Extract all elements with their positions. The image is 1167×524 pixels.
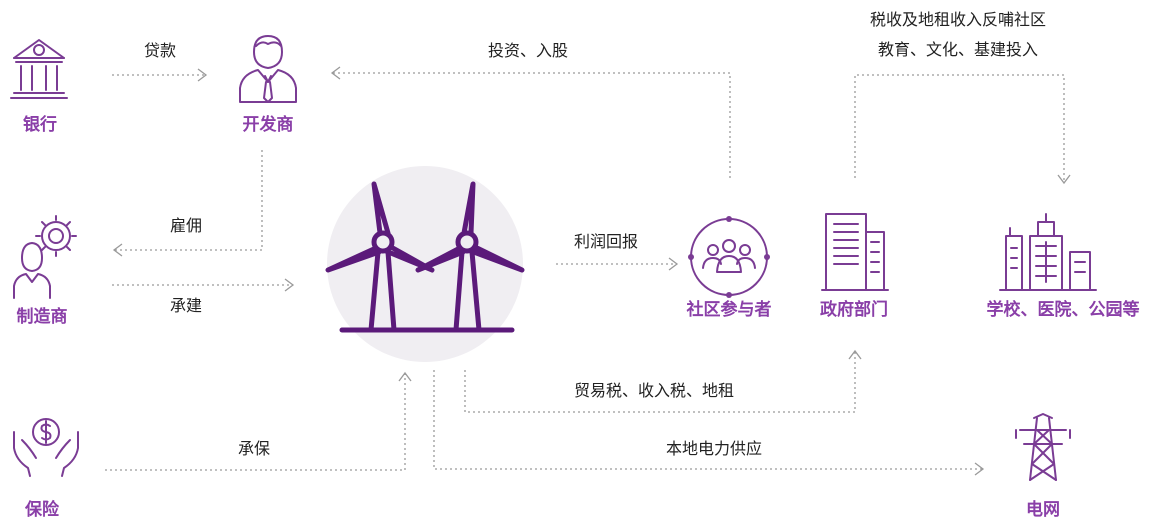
manufacturer-label: 制造商 xyxy=(16,307,68,327)
public-facilities-label: 学校、医院、公园等 xyxy=(986,300,1140,320)
flow-invest-arrow xyxy=(330,66,731,178)
flow-employ-label: 雇佣 xyxy=(169,216,203,235)
flow-profit-label: 利润回报 xyxy=(573,232,639,251)
government-label: 政府部门 xyxy=(820,300,888,320)
flow-loan-arrow xyxy=(112,68,208,82)
bank-icon xyxy=(10,39,68,99)
flow-power-arrow xyxy=(433,370,985,476)
grid-label: 电网 xyxy=(1026,500,1060,520)
flow-loan-label: 贷款 xyxy=(143,41,177,60)
flow-insure-label: 承保 xyxy=(237,439,271,458)
power-tower-icon xyxy=(1015,413,1071,481)
city-buildings-icon xyxy=(999,213,1097,291)
developer-label: 开发商 xyxy=(242,115,294,135)
flow-reinvest-label-line1: 税收及地租收入反哺社区 xyxy=(869,10,1047,29)
businessman-icon xyxy=(239,35,297,103)
wind-turbine-icon xyxy=(325,166,525,362)
flow-reinvest-arrow xyxy=(854,74,1071,185)
flow-build-arrow xyxy=(112,278,295,292)
flow-profit-arrow xyxy=(556,257,679,271)
community-label: 社区参与者 xyxy=(686,300,772,320)
flow-build-label: 承建 xyxy=(169,296,203,315)
flow-insure-arrow xyxy=(105,371,412,471)
insurance-label: 保险 xyxy=(25,500,59,520)
flow-power-label: 本地电力供应 xyxy=(665,439,763,458)
worker-gear-icon xyxy=(13,215,77,299)
hands-dollar-icon xyxy=(13,418,79,477)
flow-tax-label: 贸易税、收入税、地租 xyxy=(573,381,735,400)
flow-invest-label: 投资、入股 xyxy=(487,41,569,60)
flow-reinvest-label-line2: 教育、文化、基建投入 xyxy=(877,40,1039,59)
flow-tax-arrow xyxy=(464,349,862,413)
flow-employ-arrow xyxy=(112,150,263,257)
community-group-icon xyxy=(688,216,770,298)
bank-label: 银行 xyxy=(23,115,57,135)
office-building-icon xyxy=(821,213,889,291)
